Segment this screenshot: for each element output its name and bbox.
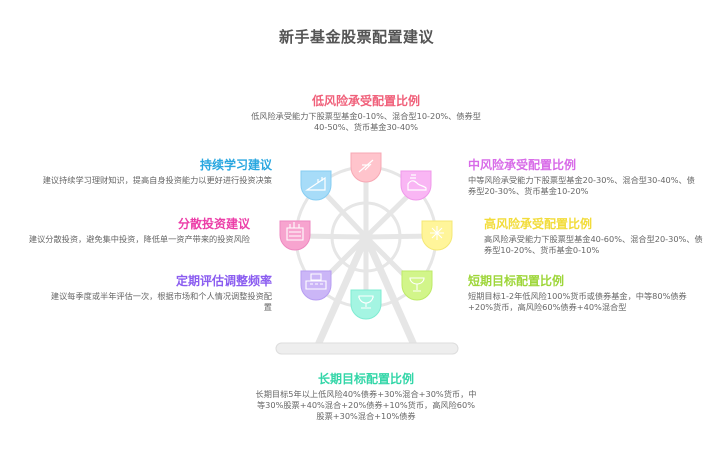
review-desc: 建议每季度或半年评估一次，根据市场和个人情况调整投资配置 (50, 291, 272, 312)
gondola-mid-risk (400, 170, 432, 201)
gondola-high-risk (421, 220, 453, 251)
learning-desc: 建议持续学习理财知识，提高自身投资能力以更好进行投资决策 (42, 175, 272, 185)
section-low-risk: 低风险承受配置比例 低风险承受能力下股票型基金0-10%、混合型10-20%、债… (248, 93, 484, 133)
section-diversify: 分散投资建议 建议分散投资，避免集中投资，降低单一资产带来的投资风险 (28, 216, 250, 245)
section-review: 定期评估调整频率 建议每季度或半年评估一次，根据市场和个人情况调整投资配置 (44, 273, 272, 313)
gondola-review (300, 270, 332, 301)
mid-risk-title: 中风险承受配置比例 (468, 158, 577, 172)
diversify-title: 分散投资建议 (177, 217, 250, 231)
high-risk-title: 高风险承受配置比例 (484, 217, 593, 231)
low-risk-title: 低风险承受配置比例 (311, 94, 420, 108)
high-risk-desc: 高风险承受能力下股票型基金40-60%、混合型20-30%、债券型10-20%、… (484, 234, 703, 255)
gondola-short-term (401, 270, 433, 301)
section-high-risk: 高风险承受配置比例 高风险承受能力下股票型基金40-60%、混合型20-30%、… (484, 216, 706, 256)
gondola-learning (300, 170, 332, 201)
low-risk-desc: 低风险承受能力下股票型基金0-10%、混合型10-20%、债券型40-50%、货… (251, 111, 481, 132)
section-short-term: 短期目标配置比例 短期目标1-2年低风险100%货币或债券基金，中等80%债券+… (468, 273, 694, 313)
gondola-low-risk (350, 152, 382, 183)
learning-title: 持续学习建议 (199, 158, 272, 172)
page-title: 新手基金股票配置建议 (278, 28, 434, 46)
short-term-desc: 短期目标1-2年低风险100%货币或债券基金，中等80%债券+20%货币，高风险… (468, 291, 687, 312)
long-term-desc: 长期目标5年以上低风险40%债券+30%混合+30%货币，中等30%股票+40%… (255, 389, 477, 421)
review-title: 定期评估调整频率 (175, 274, 272, 288)
short-term-title: 短期目标配置比例 (468, 274, 565, 288)
section-long-term: 长期目标配置比例 长期目标5年以上低风险40%债券+30%混合+30%货币，中等… (253, 371, 479, 422)
long-term-title: 长期目标配置比例 (317, 372, 414, 386)
section-mid-risk: 中风险承受配置比例 中等风险承受能力下股票型基金20-30%、混合型30-40%… (468, 157, 696, 197)
gondola-diversify (279, 220, 311, 251)
gondola-long-term (350, 289, 382, 320)
section-learning: 持续学习建议 建议持续学习理财知识，提高自身投资能力以更好进行投资决策 (42, 157, 272, 186)
mid-risk-desc: 中等风险承受能力下股票型基金20-30%、混合型30-40%、债券型20-30%… (468, 175, 695, 196)
diversify-desc: 建议分散投资，避免集中投资，降低单一资产带来的投资风险 (28, 234, 250, 244)
